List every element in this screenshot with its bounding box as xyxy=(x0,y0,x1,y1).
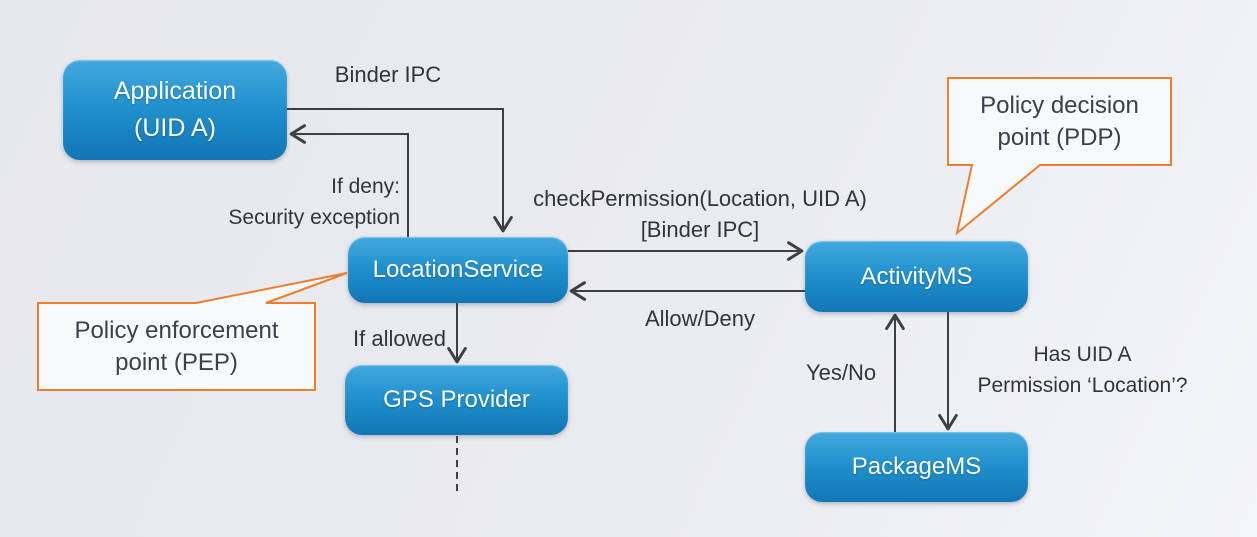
node-package-ms-label: PackageMS xyxy=(851,453,982,480)
label-has-uid-line2: Permission ‘Location’? xyxy=(977,374,1188,397)
label-binder-ipc: Binder IPC xyxy=(334,62,442,87)
callout-pep-line1: Policy enforcement xyxy=(74,316,279,344)
label-if-deny: If deny: Security exception xyxy=(150,171,400,233)
node-application: Application (UID A) xyxy=(63,60,287,160)
callout-pdp: Policy decision point (PDP) xyxy=(948,78,1171,165)
node-package-ms: PackageMS xyxy=(805,432,1028,502)
node-gps-provider: GPS Provider xyxy=(345,365,568,435)
node-location-service-label: LocationService xyxy=(372,256,544,283)
label-if-deny-line2: Security exception xyxy=(228,206,400,229)
node-activity-ms-label: ActivityMS xyxy=(860,262,973,290)
label-if-allowed: If allowed xyxy=(353,326,446,351)
label-has-uid-line1: Has UID A xyxy=(1033,343,1132,366)
label-if-deny-line1: If deny: xyxy=(331,175,400,198)
label-yes-no: Yes/No xyxy=(805,360,877,385)
callout-pep: Policy enforcement point (PEP) xyxy=(38,303,315,390)
node-application-label-line1: Application xyxy=(113,77,237,105)
node-gps-provider-label: GPS Provider xyxy=(383,386,530,413)
callout-pep-line2: point (PEP) xyxy=(115,348,238,376)
node-location-service: LocationService xyxy=(348,237,568,303)
label-binder-ipc-bracket: [Binder IPC] xyxy=(640,217,760,242)
callout-pdp-line1: Policy decision xyxy=(980,91,1139,119)
callout-pdp-line2: point (PDP) xyxy=(997,123,1122,151)
node-application-label-line2: (UID A) xyxy=(134,114,216,142)
label-has-uid: Has UID A Permission ‘Location’? xyxy=(960,339,1205,401)
label-allow-deny: Allow/Deny xyxy=(644,306,756,331)
label-check-permission: checkPermission(Location, UID A) xyxy=(533,186,867,211)
node-activity-ms: ActivityMS xyxy=(805,241,1028,312)
